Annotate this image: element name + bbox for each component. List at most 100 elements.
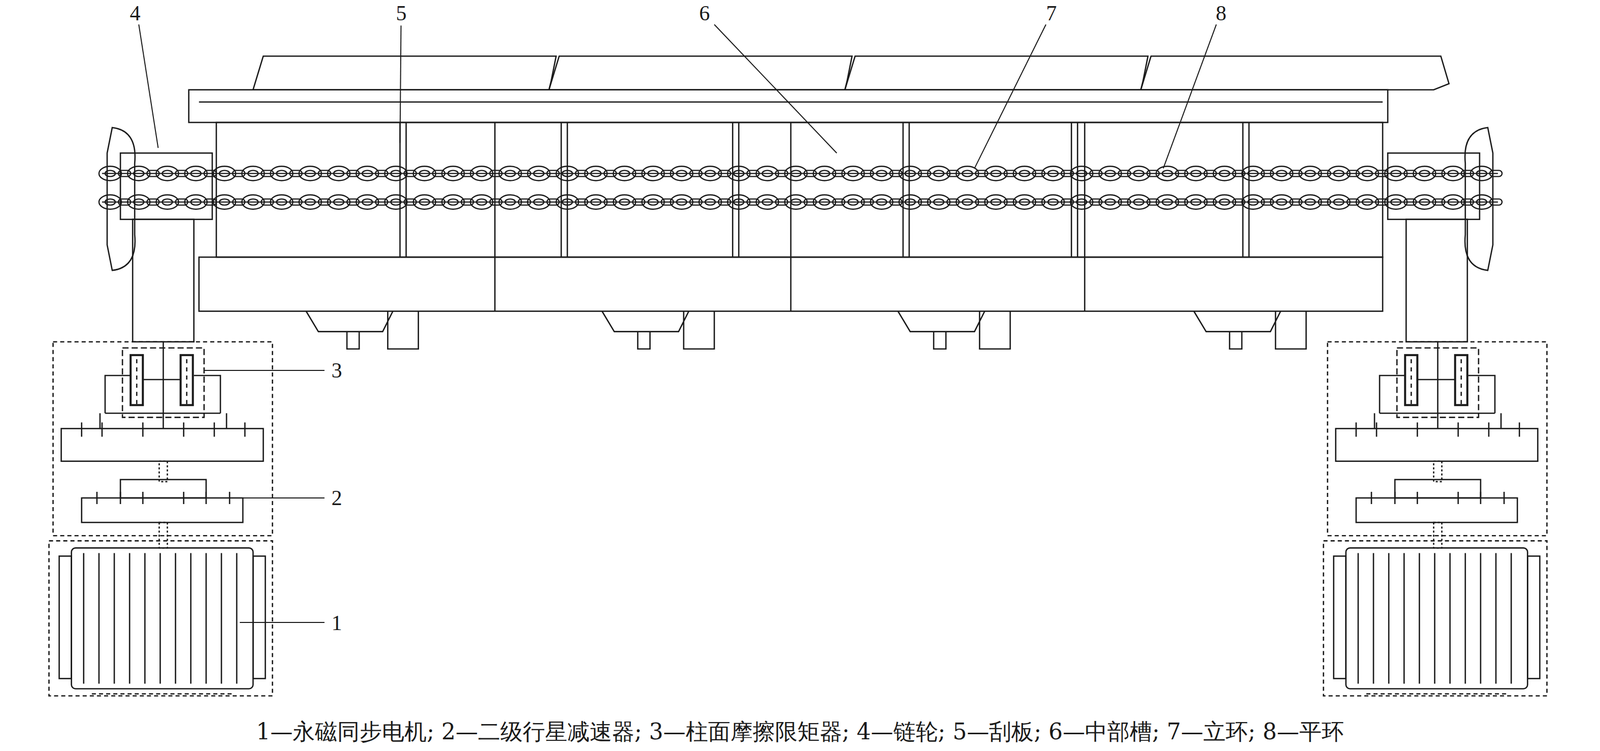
ring-hole [648, 199, 659, 206]
ring-hole [676, 170, 687, 177]
callout-number: 3 [331, 359, 343, 381]
gear-tick [213, 422, 216, 437]
flat-ring [1032, 199, 1045, 206]
ring-hole [1362, 170, 1373, 177]
ring-hole [790, 170, 802, 177]
leader-line [400, 25, 402, 143]
gear-tick [244, 422, 246, 437]
ring-hole [190, 170, 202, 177]
flat-ring [404, 170, 417, 177]
hatch [185, 399, 188, 404]
gear-tick [142, 422, 144, 437]
ring-hole [933, 170, 944, 177]
flat-ring [747, 199, 760, 206]
figure-caption: 1—永磁同步电机; 2—二级行星减速器; 3—柱面摩擦限矩器; 4—链轮; 5—… [256, 720, 1344, 743]
flat-ring [1461, 199, 1474, 206]
gear-tick [1518, 422, 1521, 437]
flat-ring [1146, 199, 1160, 206]
ring-hole [762, 170, 773, 177]
cover-plate [844, 55, 1148, 90]
ring-hole [962, 199, 973, 206]
ring-hole [333, 170, 344, 177]
flat-ring [1289, 170, 1302, 177]
flat-ring [175, 199, 188, 206]
flat-ring [632, 199, 646, 206]
gear-tick [182, 491, 185, 504]
flat-ring [261, 199, 274, 206]
band-line [199, 101, 1383, 104]
flat-ring [1375, 170, 1388, 177]
cooling-rib [236, 552, 238, 684]
shaft [1405, 219, 1468, 342]
ring-hole [390, 170, 401, 177]
ring-hole [1276, 170, 1287, 177]
leader-line [239, 621, 325, 623]
callout-number: 7 [1046, 2, 1058, 24]
flat-ring [432, 199, 445, 206]
flat-ring [204, 199, 217, 206]
leader-line [714, 24, 837, 153]
flat-ring [1432, 170, 1446, 177]
cooling-rib [1372, 552, 1375, 684]
hatch [136, 399, 138, 404]
flat-ring [804, 170, 817, 177]
ring-hole [876, 170, 887, 177]
cooling-rib [159, 552, 162, 684]
cooling-rib [1403, 552, 1405, 684]
flat-ring [1061, 199, 1074, 206]
cooling-rib [220, 552, 223, 684]
flat-ring [889, 199, 903, 206]
ring-hole [390, 199, 401, 206]
ring-hole [733, 199, 744, 206]
ring-hole [990, 199, 1002, 206]
flat-ring [1375, 199, 1388, 206]
ring-hole [790, 199, 802, 206]
flat-ring [232, 170, 245, 177]
ring-hole [819, 199, 830, 206]
planet-stage [1335, 428, 1539, 461]
gear-tick [1355, 422, 1358, 437]
flat-ring [918, 170, 931, 177]
flat-ring [489, 199, 502, 206]
ring-hole [276, 170, 287, 177]
cover-plate [549, 55, 853, 90]
flat-ring [1146, 170, 1160, 177]
base-line [91, 692, 235, 695]
hatch [1460, 367, 1462, 372]
flat-ring [1004, 170, 1017, 177]
ring-hole [362, 170, 373, 177]
cooling-rib [1433, 552, 1436, 684]
flat-ring [461, 170, 474, 177]
cooling-rib [1464, 552, 1467, 684]
flat-ring [290, 199, 303, 206]
ring-hole [1248, 170, 1259, 177]
planet-stage [61, 428, 264, 461]
ring-hole [1019, 199, 1030, 206]
ring-hole [705, 199, 716, 206]
hatch [136, 359, 138, 364]
ring-hole [1105, 199, 1116, 206]
ring-hole [276, 199, 287, 206]
ring-hole [1333, 199, 1344, 206]
flat-ring [1461, 170, 1474, 177]
flat-ring [518, 170, 531, 177]
friction-pad [180, 355, 194, 405]
ring-hole [247, 199, 259, 206]
flat-ring [261, 170, 274, 177]
flat-ring [946, 199, 959, 206]
ring-hole [733, 170, 744, 177]
ring-hole [1390, 199, 1401, 206]
flat-ring [689, 199, 702, 206]
sprocket [120, 152, 213, 220]
shaft-line [142, 378, 181, 381]
cooling-rib [1388, 552, 1390, 684]
gear-tick [229, 491, 231, 504]
flat-ring [346, 199, 360, 206]
link [1374, 412, 1501, 429]
ring-hole [1047, 199, 1059, 206]
ring-hole [305, 199, 316, 206]
cooling-rib [1418, 552, 1421, 684]
cooling-rib [1495, 552, 1497, 684]
gear-tick [1488, 422, 1490, 437]
flat-ring [204, 170, 217, 177]
